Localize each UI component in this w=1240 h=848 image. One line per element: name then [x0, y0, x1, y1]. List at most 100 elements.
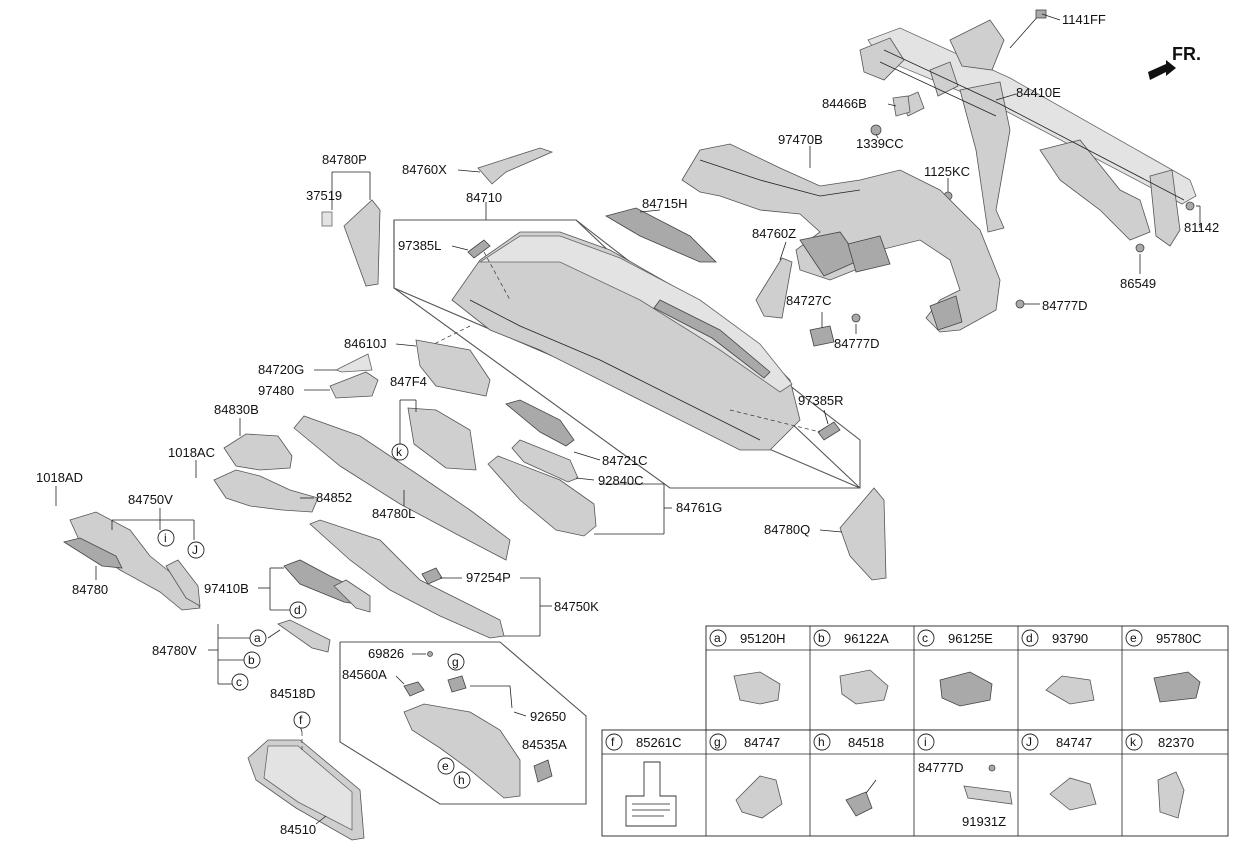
vent-97480-part	[329, 371, 379, 399]
cowl-crossbar-part	[859, 19, 1197, 247]
svg-text:k: k	[1130, 735, 1137, 749]
legend-code-h: 84518	[848, 735, 884, 750]
legend-cell-b: b 96122A	[813, 629, 889, 705]
legend-code-c: 96125E	[948, 631, 993, 646]
label-86549: 86549	[1120, 276, 1156, 291]
svg-text:i: i	[164, 531, 167, 545]
label-1141ff: 1141FF	[1062, 12, 1106, 27]
svg-text:e: e	[442, 759, 449, 773]
label-84761g: 84761G	[676, 500, 722, 515]
switch-97254p-part	[421, 567, 443, 585]
svg-text:a: a	[714, 631, 721, 645]
front-label: FR.	[1172, 44, 1201, 64]
letter-d-marker: d	[289, 601, 307, 619]
label-97470b: 97470B	[778, 132, 823, 147]
legend-sub-84777d: 84777D	[918, 760, 964, 775]
label-84777d-b: 84777D	[834, 336, 880, 351]
grille-97385r-part	[817, 421, 841, 441]
svg-text:J: J	[192, 543, 198, 557]
legend-code-k: 82370	[1158, 735, 1194, 750]
leader-lines	[55, 13, 1201, 825]
letter-k-marker: k	[391, 443, 409, 461]
label-84510: 84510	[280, 822, 316, 837]
label-1339cc: 1339CC	[856, 136, 904, 151]
panel-84761g-part	[487, 455, 597, 537]
label-97480: 97480	[258, 383, 294, 398]
crash-pad-84710-part	[451, 231, 801, 451]
label-97385r: 97385R	[798, 393, 844, 408]
glove-box-group-frame	[339, 641, 587, 805]
legend-cell-f: f 85261C	[605, 733, 682, 827]
bracket-84466b-part	[870, 95, 911, 136]
legend-code-j: 84747	[1056, 735, 1092, 750]
label-69826: 69826	[368, 646, 404, 661]
label-84780p: 84780P	[322, 152, 367, 167]
label-84466b: 84466B	[822, 96, 867, 111]
legend-cell-c: c 96125E	[917, 629, 993, 707]
label-84750k: 84750K	[554, 599, 599, 614]
label-84518d: 84518D	[270, 686, 316, 701]
legend-cell-i: i 84777D 91931Z	[917, 733, 1013, 829]
label-84777d-a: 84777D	[1042, 298, 1088, 313]
letter-a-marker: a	[249, 629, 267, 647]
svg-text:i: i	[924, 735, 927, 749]
side-cover-84780q-part	[839, 487, 887, 581]
label-84710: 84710	[466, 190, 502, 205]
bracket-847f4-part	[407, 407, 477, 471]
letter-f-marker: f	[293, 711, 311, 729]
label-84830b: 84830B	[214, 402, 259, 417]
svg-text:b: b	[818, 631, 825, 645]
legend-code-d: 93790	[1052, 631, 1088, 646]
side-panel-84760z-part	[755, 257, 793, 319]
svg-text:k: k	[396, 445, 403, 459]
label-84727c: 84727C	[786, 293, 832, 308]
svg-text:f: f	[611, 735, 615, 749]
label-92840c: 92840C	[598, 473, 644, 488]
svg-text:a: a	[254, 631, 261, 645]
legend-code-f: 85261C	[636, 735, 682, 750]
legend-code-g: 84747	[744, 735, 780, 750]
label-92650: 92650	[530, 709, 566, 724]
trim-84721c-part	[505, 399, 575, 447]
label-84410e: 84410E	[1016, 85, 1061, 100]
svg-text:h: h	[818, 735, 825, 749]
center-fascia-84750k-part	[283, 519, 505, 639]
label-81142: 81142	[1184, 220, 1219, 235]
air-duct-part	[681, 143, 1001, 333]
label-1018ac: 1018AC	[168, 445, 215, 460]
column-cover-84830b-part	[213, 433, 319, 513]
legend-cell-h: h 84518	[813, 733, 884, 817]
letter-g-marker: g	[447, 653, 465, 671]
front-direction-indicator: FR.	[1148, 44, 1201, 80]
svg-text:f: f	[299, 713, 303, 727]
grille-97385l-part	[467, 239, 491, 259]
label-84780l: 84780L	[372, 506, 415, 521]
label-84852: 84852	[316, 490, 352, 505]
letter-c-marker: c	[231, 673, 249, 691]
label-97385l: 97385L	[398, 238, 441, 253]
glove-box-84510-part	[247, 732, 365, 841]
trim-84760x-part	[477, 147, 554, 185]
legend-cell-a: a 95120H	[709, 629, 786, 705]
svg-text:c: c	[236, 675, 242, 689]
label-84780q: 84780Q	[764, 522, 810, 537]
svg-text:c: c	[922, 631, 928, 645]
svg-text:d: d	[294, 603, 301, 617]
legend-cell-d: d 93790	[1021, 629, 1095, 705]
legend-sub-91931z: 91931Z	[962, 814, 1006, 829]
front-arrow-icon	[1148, 60, 1176, 80]
letter-h-marker: h	[453, 771, 471, 789]
trim-84780l-part	[293, 415, 511, 561]
letter-b-marker: b	[243, 651, 261, 669]
bracket-84610j-part	[415, 339, 491, 397]
svg-text:e: e	[1130, 631, 1137, 645]
label-84721c: 84721C	[602, 453, 648, 468]
label-84780v: 84780V	[152, 643, 197, 658]
panel-84750v-part	[62, 511, 201, 611]
legend-code-e: 95780C	[1156, 631, 1202, 646]
legend-cell-j: J 84747	[1021, 733, 1097, 811]
legend-cell-k: k 82370	[1125, 733, 1194, 819]
letter-j-marker: J	[187, 541, 205, 559]
label-84780: 84780	[72, 582, 108, 597]
trim-84720g-part	[334, 353, 373, 373]
